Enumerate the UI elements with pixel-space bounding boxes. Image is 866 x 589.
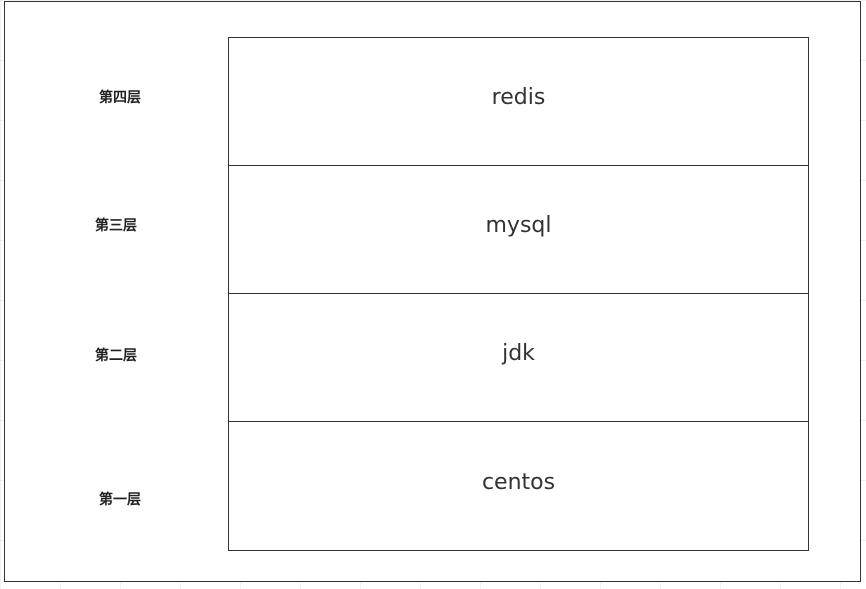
layer-box-label: mysql: [485, 213, 552, 238]
layer-box-centos[interactable]: centos: [229, 422, 808, 550]
layer-box-redis[interactable]: redis: [229, 38, 808, 166]
layer-stack: redis mysql jdk centos: [228, 37, 809, 551]
layer-box-label: jdk: [502, 341, 535, 366]
layer-box-jdk[interactable]: jdk: [229, 294, 808, 422]
layer-box-label: redis: [491, 85, 546, 110]
layer-label-2[interactable]: 第二层: [95, 348, 137, 364]
layer-box-label: centos: [481, 469, 556, 495]
layer-box-mysql[interactable]: mysql: [229, 166, 808, 294]
layer-label-1[interactable]: 第一层: [99, 492, 141, 508]
layer-label-3[interactable]: 第三层: [95, 218, 137, 234]
layer-label-4[interactable]: 第四层: [99, 90, 141, 106]
